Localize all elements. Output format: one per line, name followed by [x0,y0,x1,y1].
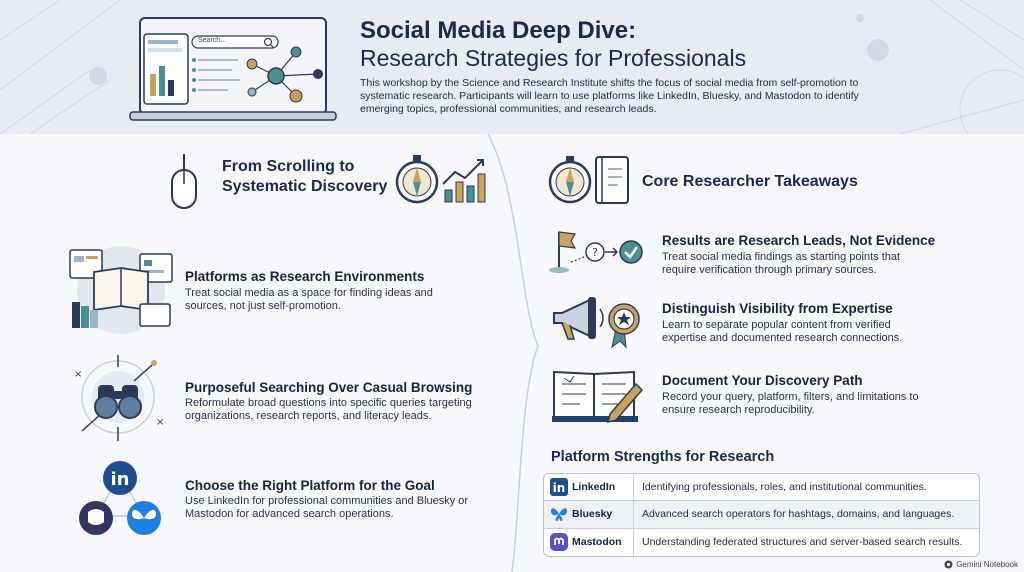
page-title: Social Media Deep Dive: [360,17,637,44]
left-item-title-2: Purposeful Searching Over Casual Browsin… [185,380,473,395]
right-item-desc-2-line2: expertise and documented research connec… [662,332,903,344]
left-item-desc-1-line2: sources, not just self-promotion. [185,300,341,312]
platform-name: LinkedIn [572,481,616,494]
platform-strength: Understanding federated structures and s… [642,536,963,549]
platform-table-heading: Platform Strengths for Research [551,449,775,465]
page-description: This workshop by the Science and Researc… [360,77,859,115]
left-item-desc-3-line2: Mastodon for advanced search operations. [185,508,394,520]
platform-name: Mastodon [572,536,622,549]
hero-banner: Search... Social Media Deep Dive: Resear… [0,0,1024,134]
mouse-icon [171,153,197,209]
right-item-desc-1-line2: require verification through primary sou… [662,264,877,276]
left-item-desc-2-line2: organizations, research reports, and lit… [185,410,432,422]
hero-search-placeholder: Search... [198,37,227,44]
right-section-heading: Core Researcher Takeaways [642,173,858,190]
platform-cell: Mastodon [544,528,634,556]
left-item-desc-3-line1: Use LinkedIn for professional communitie… [185,495,469,507]
linkedin-icon: in [550,478,568,497]
table-row: Bluesky Advanced search operators for ha… [544,501,979,529]
section-divider [487,134,539,572]
laptop-network-illustration [129,17,337,121]
binoculars-target-icon: × × [74,355,164,441]
background-decoration [0,0,1024,134]
svg-text:?: ? [592,246,598,259]
right-item-desc-3-line2: ensure research reproducibility. [662,404,815,416]
right-item-desc-2-line1: Learn to separate popular content from v… [662,319,891,331]
mastodon-icon [550,533,568,552]
right-item-title-1: Results are Research Leads, Not Evidence [662,233,936,248]
notebook-pen-icon [552,370,644,424]
compass-chart-icon [395,155,486,204]
watermark-text: Gemini Notebook [956,560,1018,569]
platform-name: Bluesky [572,508,613,521]
platform-logos-icon: in [79,461,161,535]
left-item-title-3: Choose the Right Platform for the Goal [185,478,435,493]
megaphone-badge-icon [553,297,640,349]
watermark-badge: Gemini Notebook [944,560,1018,569]
notebook-logo-icon [944,560,953,569]
svg-text:×: × [156,417,164,428]
right-item-desc-1-line1: Treat social media findings as starting … [662,251,901,263]
svg-text:in: in [553,481,566,495]
platform-cell: in LinkedIn [544,474,634,501]
page-subtitle: Research Strategies for Professionals [360,45,747,71]
platform-strengths-table: in LinkedIn Identifying professionals, r… [543,473,980,557]
right-item-title-2: Distinguish Visibility from Expertise [662,301,893,316]
left-item-desc-2-line1: Reformulate broad questions into specifi… [185,397,472,409]
right-item-title-3: Document Your Discovery Path [662,373,863,388]
left-item-title-1: Platforms as Research Environments [185,269,425,284]
table-row: in LinkedIn Identifying professionals, r… [544,474,979,502]
compass-notebook-icon [548,156,629,204]
svg-text:in: in [111,469,130,490]
svg-text:×: × [74,369,82,380]
open-book-screens-icon [69,246,173,334]
platform-strength: Advanced search operators for hashtags, … [642,508,955,521]
platform-strength: Identifying professionals, roles, and in… [642,481,927,494]
flag-question-check-icon: ? [549,231,643,273]
bluesky-icon [551,508,567,522]
left-item-desc-1-line1: Treat social media as a space for findin… [185,287,433,299]
platform-cell: Bluesky [544,501,634,528]
table-row: Mastodon Understanding federated structu… [544,528,979,556]
right-item-desc-3-line1: Record your query, platform, filters, an… [662,391,919,403]
left-section-heading-line1: From Scrolling to [222,158,355,175]
left-section-heading-line2: Systematic Discovery [222,178,388,195]
